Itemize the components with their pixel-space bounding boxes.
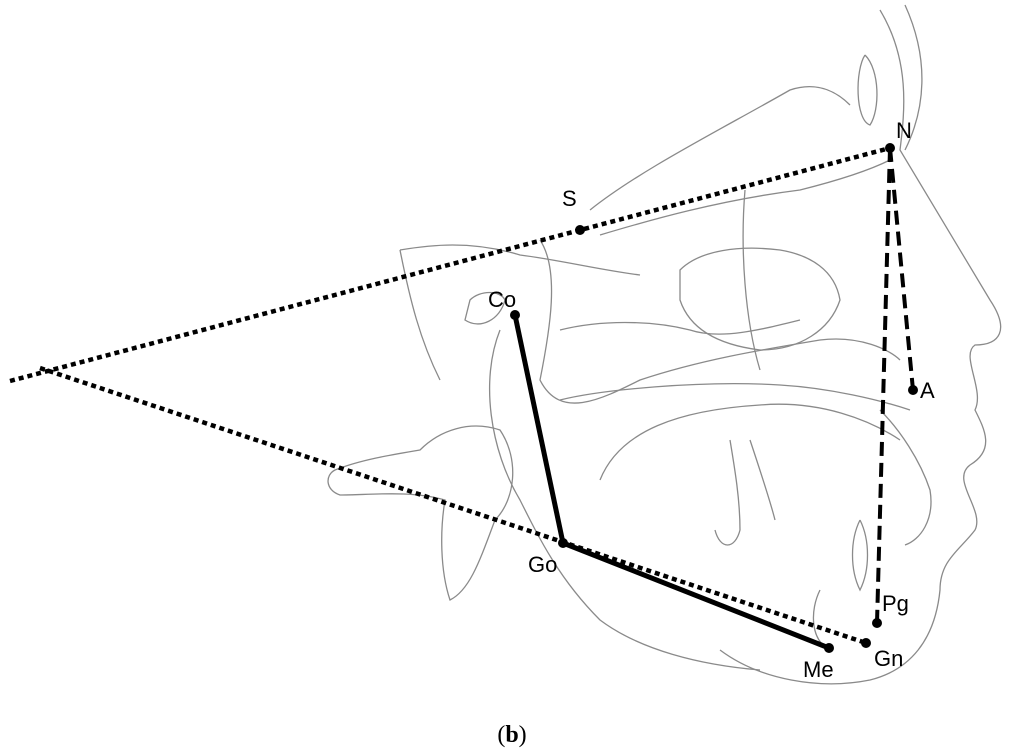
label-gn: Gn bbox=[874, 646, 903, 671]
co-go-line bbox=[512, 314, 566, 544]
label-n: N bbox=[896, 118, 912, 143]
go-me-line bbox=[562, 540, 830, 651]
label-a: A bbox=[920, 378, 935, 403]
landmark-labels: N S Co Go Me Gn Pg A bbox=[488, 118, 935, 682]
label-me: Me bbox=[803, 657, 834, 682]
mandibular-plane-line bbox=[39, 365, 867, 646]
sn-line bbox=[9, 145, 891, 384]
reference-lines bbox=[9, 145, 915, 651]
label-go: Go bbox=[528, 552, 557, 577]
point-co bbox=[510, 310, 520, 320]
label-pg: Pg bbox=[882, 591, 909, 616]
point-n bbox=[885, 143, 895, 153]
n-pg-line bbox=[875, 147, 892, 624]
figure-caption: (b) bbox=[497, 722, 526, 748]
landmark-points bbox=[510, 143, 918, 653]
point-gn bbox=[861, 638, 871, 648]
point-pg bbox=[872, 618, 882, 628]
label-co: Co bbox=[488, 287, 516, 312]
point-me bbox=[824, 643, 834, 653]
point-a bbox=[908, 385, 918, 395]
label-s: S bbox=[562, 186, 577, 211]
point-go bbox=[558, 538, 568, 548]
point-s bbox=[575, 225, 585, 235]
skull-contours bbox=[327, 4, 1002, 685]
n-a-line bbox=[888, 147, 915, 391]
